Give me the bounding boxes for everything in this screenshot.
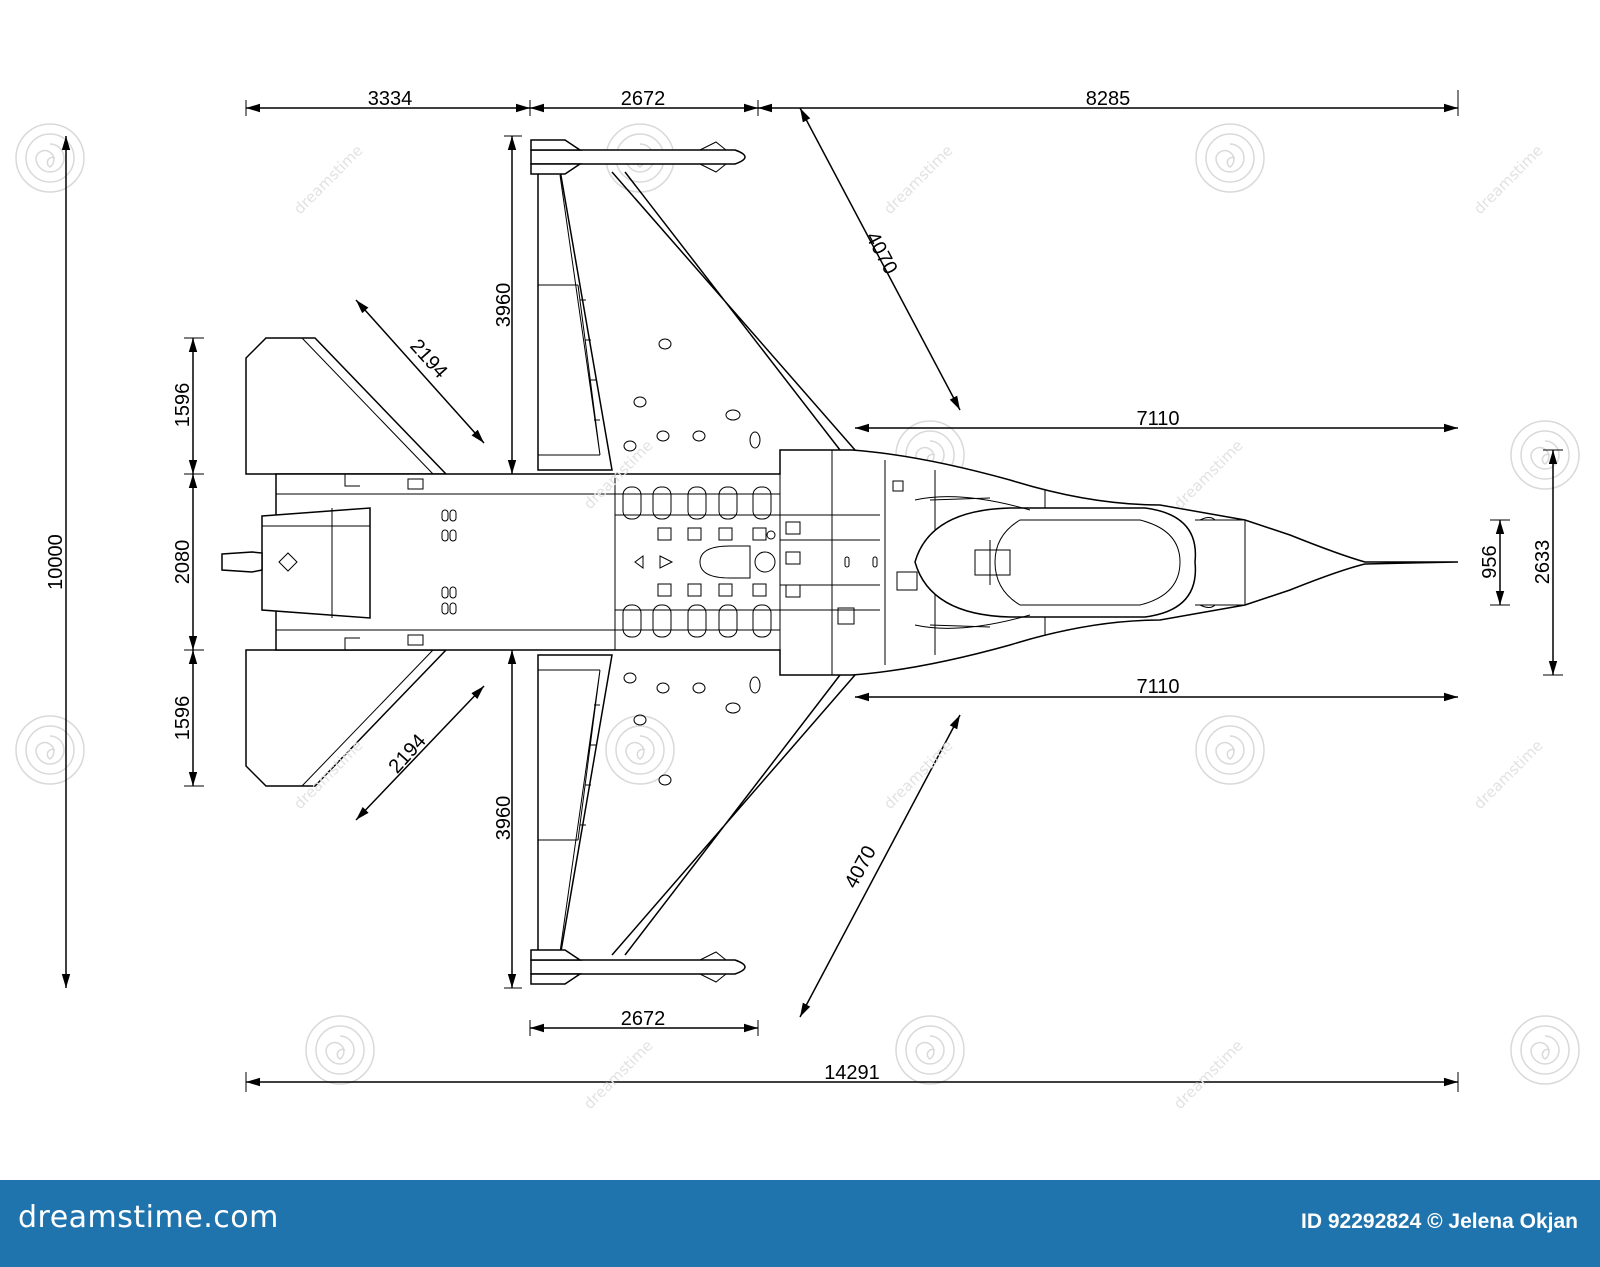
dim-14291: 14291: [824, 1062, 880, 1084]
access-panels: [622, 480, 918, 638]
dim-10000: 10000: [45, 534, 67, 590]
dim-4070-bottom: 4070: [841, 842, 881, 892]
dim-2672-top: 2672: [621, 88, 666, 110]
svg-text:dreamstime: dreamstime: [880, 736, 956, 812]
dim-2194-bottom: 2194: [384, 730, 430, 778]
brand-logo[interactable]: dreamstime.com: [18, 1200, 279, 1235]
lower-wing: [537, 654, 613, 958]
dim-7110-top: 7110: [1136, 408, 1179, 430]
dim-3960-top: 3960: [493, 283, 515, 328]
exhaust-nozzle: [261, 507, 371, 619]
fuselage: [275, 449, 1459, 676]
svg-text:dreamstime: dreamstime: [290, 141, 366, 217]
dim-3960-bottom: 3960: [493, 796, 515, 841]
bottom-missile: [530, 949, 746, 985]
aircraft-outline: [221, 139, 1459, 985]
canopy: [914, 507, 1197, 618]
aircraft-dimension-drawing: 3334 2672 8285 4070 4070 2194 2194 3960 …: [15, 88, 1580, 1113]
dim-3334: 3334: [368, 88, 413, 110]
svg-text:dreamstime: dreamstime: [1470, 141, 1546, 217]
svg-text:dreamstime: dreamstime: [1170, 436, 1246, 512]
svg-text:dreamstime: dreamstime: [1470, 736, 1546, 812]
dim-1596-top: 1596: [172, 383, 194, 428]
svg-text:dreamstime: dreamstime: [880, 141, 956, 217]
dim-2672-bottom: 2672: [621, 1008, 666, 1030]
dimension-lines: [61, 90, 1563, 1092]
top-missile: [530, 139, 746, 175]
dim-1596-bottom: 1596: [172, 696, 194, 741]
dim-8285: 8285: [1086, 88, 1131, 110]
dim-7110-bottom: 7110: [1136, 676, 1179, 698]
dim-2633: 2633: [1532, 540, 1554, 585]
footer-bar: dreamstime.com ID 92292824 © Jelena Okja…: [0, 1180, 1600, 1267]
wing-holes: [623, 338, 761, 786]
upper-wing: [537, 169, 613, 471]
image-credit: ID 92292824 © Jelena Okjan: [1301, 1210, 1578, 1233]
svg-text:dreamstime: dreamstime: [1170, 1036, 1246, 1112]
dim-4070-top: 4070: [861, 228, 901, 278]
dim-956: 956: [1479, 545, 1501, 578]
dim-2194-top: 2194: [405, 335, 451, 383]
dim-2080: 2080: [172, 540, 194, 585]
svg-text:dreamstime: dreamstime: [580, 1036, 656, 1112]
